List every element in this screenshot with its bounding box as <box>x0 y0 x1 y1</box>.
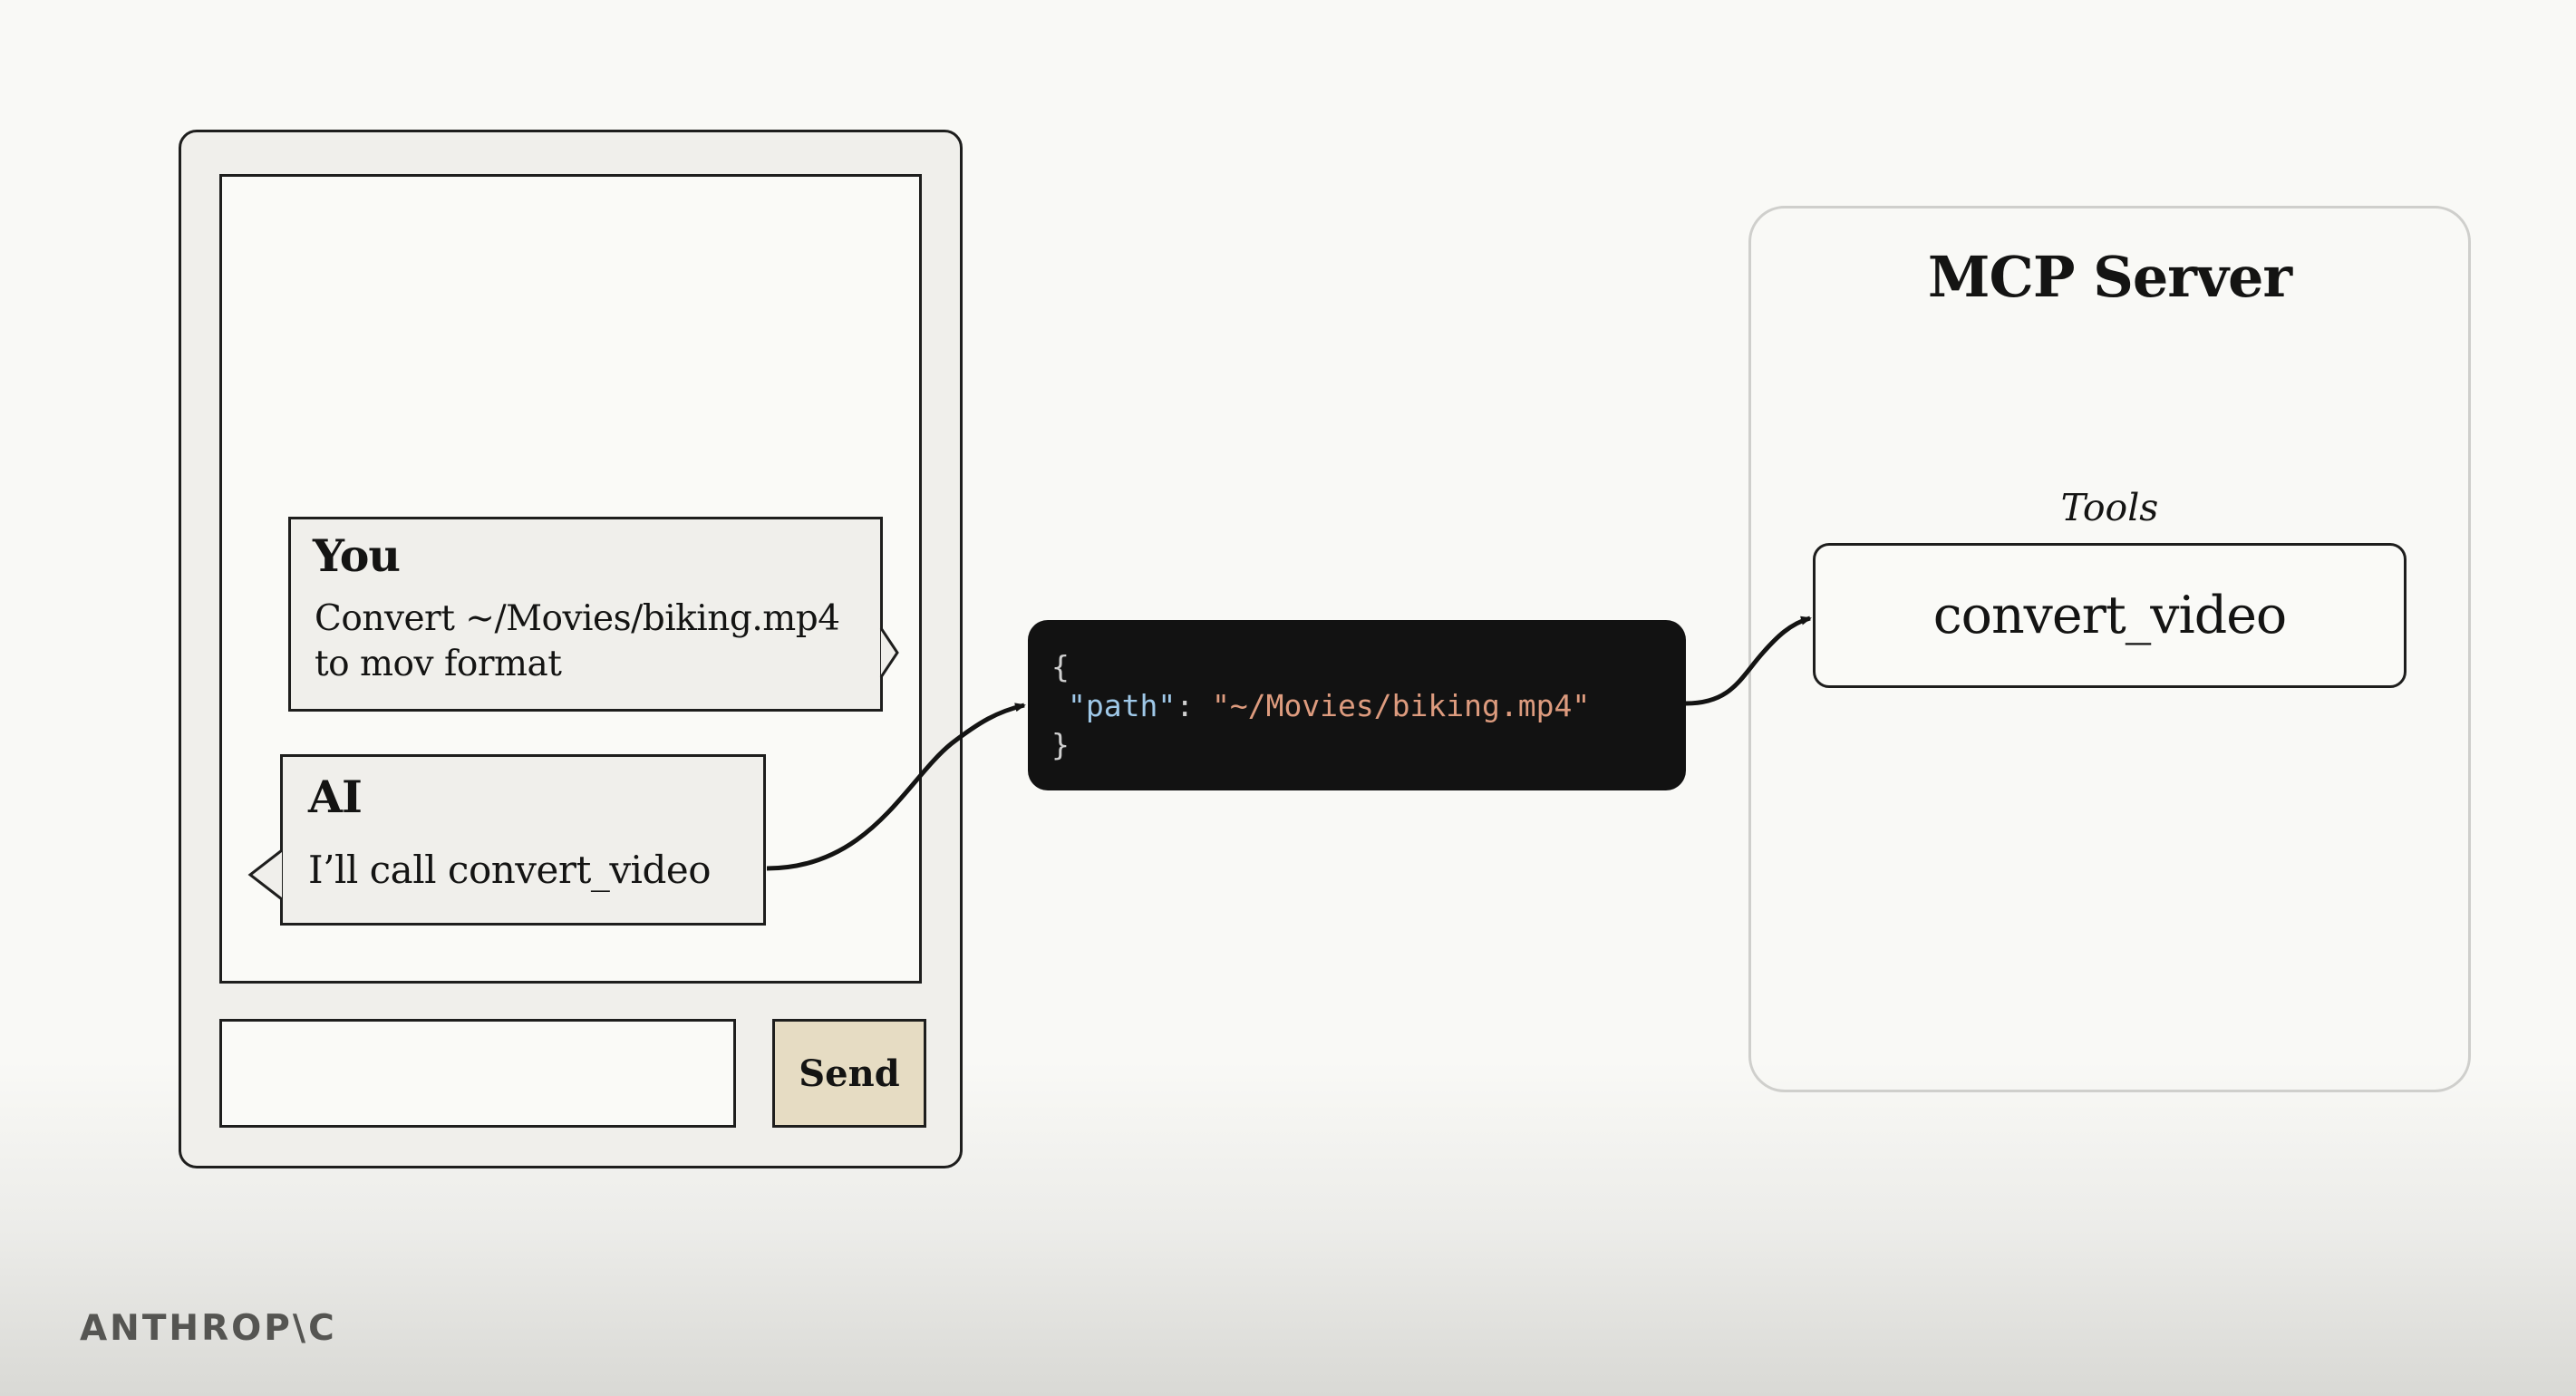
tool-call-json: { "path": "~/Movies/biking.mp4" } <box>1028 620 1686 790</box>
anthropic-logo: ANTHROP\C <box>80 1308 337 1349</box>
ai-sender-label: AI <box>308 771 363 823</box>
arrow-ai-to-json <box>766 703 1026 871</box>
send-button[interactable]: Send <box>772 1019 926 1128</box>
code-close-brace: } <box>1051 727 1070 762</box>
server-title: MCP Server <box>1927 244 2292 310</box>
mcp-server-panel <box>1748 206 2471 1092</box>
code-value: "~/Movies/biking.mp4" <box>1211 688 1591 723</box>
user-sender-label: You <box>313 529 401 582</box>
ai-message-bubble: AI I’ll call convert_video <box>280 754 766 926</box>
arrow-json-to-tool <box>1685 616 1812 706</box>
user-bubble-tail <box>879 627 899 678</box>
code-colon: : <box>1176 688 1212 723</box>
ai-message-text: I’ll call convert_video <box>308 848 712 892</box>
tools-label: Tools <box>2060 486 2159 529</box>
tool-convert-video: convert_video <box>1813 543 2407 688</box>
user-message-bubble: You Convert ~/Movies/biking.mp4 to mov f… <box>288 517 883 712</box>
code-open-brace: { <box>1051 649 1070 684</box>
user-message-line-1: Convert ~/Movies/biking.mp4 <box>315 598 840 639</box>
code-key: "path" <box>1068 688 1177 723</box>
user-message-line-2: to mov format <box>315 644 562 684</box>
ai-bubble-tail <box>247 848 283 901</box>
code-path-line: "path": "~/Movies/biking.mp4" <box>1068 691 1590 721</box>
message-input[interactable] <box>219 1019 736 1128</box>
